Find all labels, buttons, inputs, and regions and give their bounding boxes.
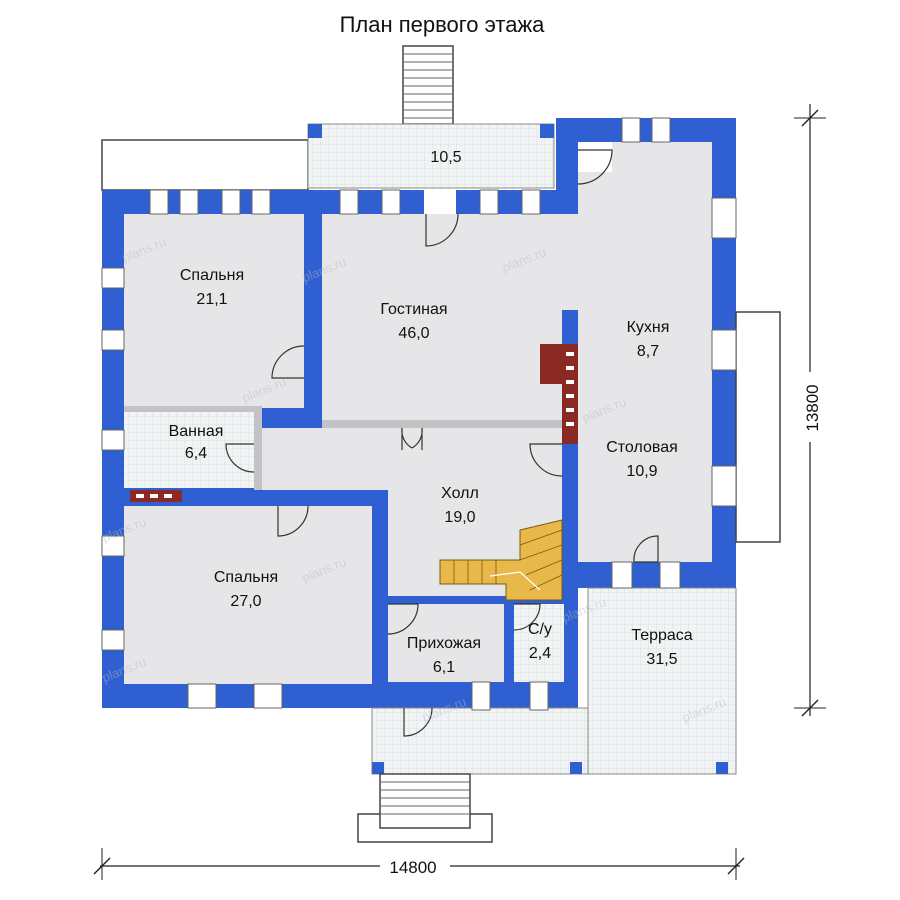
- width-dimension: 14800: [93, 848, 745, 880]
- room-area-hall: 19,0: [444, 509, 475, 526]
- room-area-kitchen: 8,7: [637, 343, 659, 360]
- terrace: [371, 587, 737, 775]
- room-labels: 10,5 Спальня 21,1 Гостиная 46,0 Кухня 8,…: [169, 149, 693, 676]
- room-name-entry: Прихожая: [407, 635, 481, 652]
- top-stairs: [402, 45, 454, 125]
- room-area-wc: 2,4: [529, 645, 551, 662]
- top-porch: [307, 123, 555, 189]
- doors: [225, 142, 659, 737]
- bathroom-brick: [130, 490, 182, 502]
- top-left-overhang: [101, 139, 309, 191]
- room-name-terrace: Терраса: [631, 627, 692, 644]
- bottom-stairs: [357, 773, 493, 843]
- room-name-bathroom: Ванная: [169, 423, 224, 440]
- room-floors: [124, 142, 712, 684]
- room-area-bedroom-1: 21,1: [196, 291, 227, 308]
- room-name-dining: Столовая: [606, 439, 678, 456]
- plan-title: План первого этажа: [340, 12, 546, 37]
- windows: [101, 117, 737, 711]
- room-name-wc: С/у: [528, 621, 552, 638]
- room-name-living: Гостиная: [380, 301, 447, 318]
- room-area-bedroom-2: 27,0: [230, 593, 261, 610]
- thin-walls: [124, 406, 562, 490]
- height-dimension-label: 13800: [803, 384, 822, 431]
- room-area-entry: 6,1: [433, 659, 455, 676]
- height-dimension: 13800: [794, 104, 826, 717]
- width-dimension-label: 14800: [389, 858, 436, 877]
- fireplace: [540, 344, 578, 444]
- room-area-living: 46,0: [398, 325, 429, 342]
- room-area-porch: 10,5: [430, 149, 461, 166]
- room-area-terrace: 31,5: [646, 651, 677, 668]
- room-name-bedroom-1: Спальня: [180, 267, 244, 284]
- room-name-bedroom-2: Спальня: [214, 569, 278, 586]
- room-name-kitchen: Кухня: [627, 319, 670, 336]
- hall-staircase: [439, 519, 563, 601]
- room-area-bathroom: 6,4: [185, 445, 207, 462]
- interior-walls: [124, 214, 578, 690]
- room-area-dining: 10,9: [626, 463, 657, 480]
- room-name-hall: Холл: [441, 485, 479, 502]
- right-bay: [735, 311, 781, 543]
